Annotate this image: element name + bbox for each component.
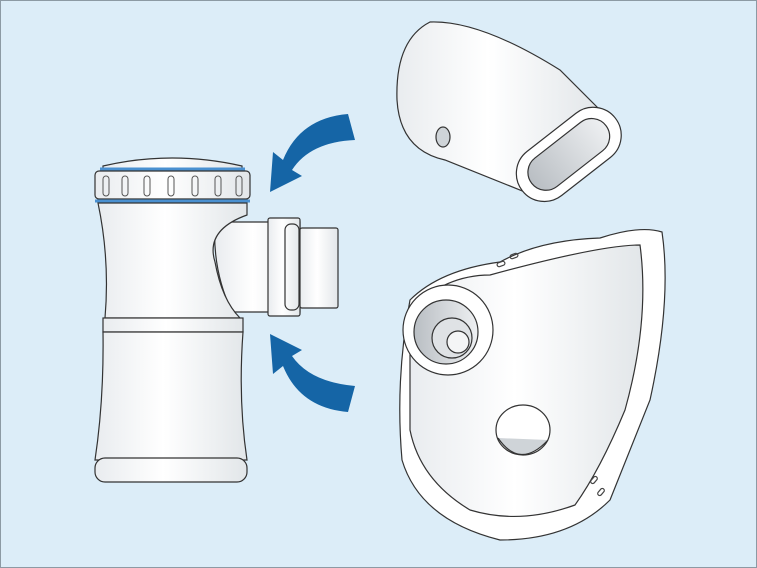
arrow-upper	[270, 114, 355, 192]
arrow-lower	[270, 334, 355, 412]
nebulizer-body	[94, 157, 339, 483]
mouthpiece	[396, 21, 622, 203]
face-mask	[399, 228, 666, 541]
